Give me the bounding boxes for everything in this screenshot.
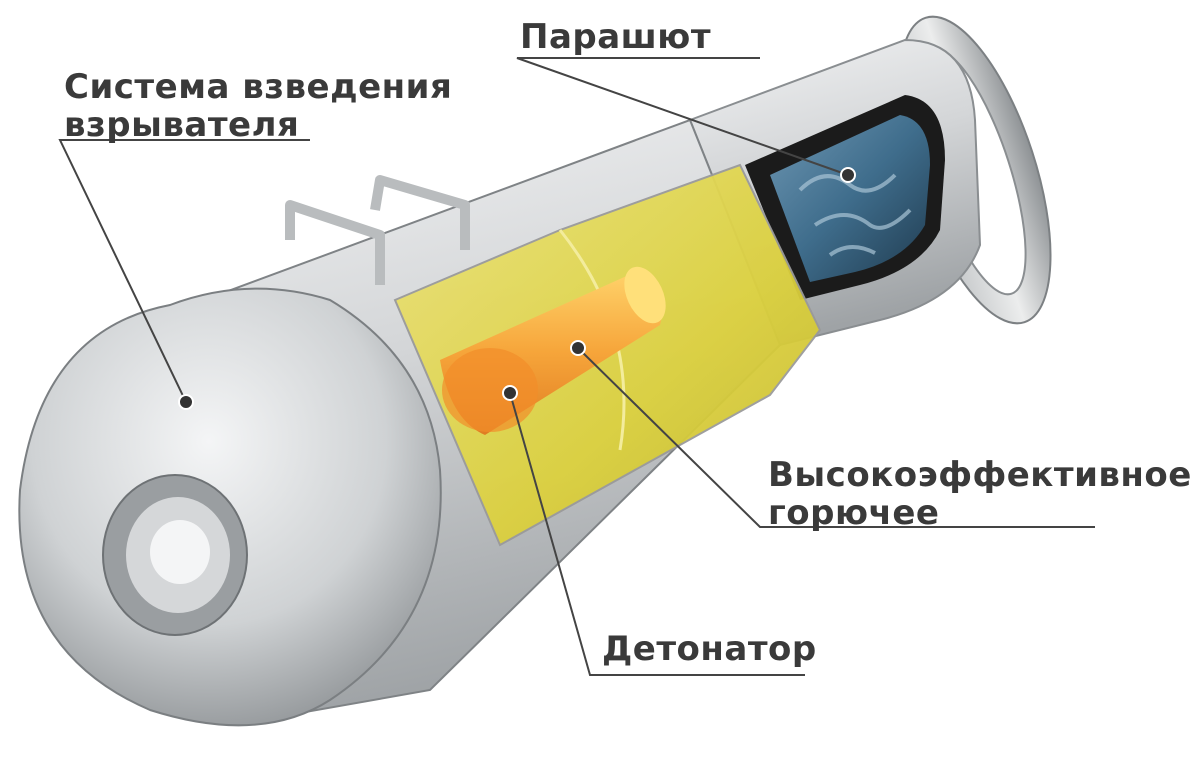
label-detonator-line-1: Детонатор	[602, 629, 817, 669]
detonator-cylinder	[440, 266, 666, 435]
label-parachute: Парашют	[520, 18, 711, 56]
label-parachute-line-1: Парашют	[520, 17, 712, 57]
label-fuel-line-2: горючее	[768, 493, 940, 533]
leader-line-fuze	[58, 139, 310, 401]
label-fuze-line-2: взрывателя	[64, 105, 300, 145]
marker-dot-fuel	[570, 340, 586, 356]
leader-lines	[58, 57, 1095, 676]
marker-dots	[178, 167, 856, 410]
leader-line-fuel	[577, 347, 1095, 528]
nose-cap	[18, 287, 442, 727]
marker-dot-fuze	[178, 394, 194, 410]
label-detonator: Детонатор	[602, 630, 817, 668]
leader-line-parachute	[516, 57, 849, 176]
label-fuze-system: Система взведения взрывателя	[64, 68, 452, 144]
suspension-lugs	[285, 175, 470, 285]
label-fuze-line-1: Система взведения	[64, 67, 453, 107]
leader-line-detonator	[509, 392, 805, 676]
marker-dot-detonator	[502, 385, 518, 401]
label-fuel: Высокоэффективное горючее	[768, 456, 1192, 532]
label-fuel-line-1: Высокоэффективное	[768, 455, 1192, 495]
marker-dot-parachute	[840, 167, 856, 183]
